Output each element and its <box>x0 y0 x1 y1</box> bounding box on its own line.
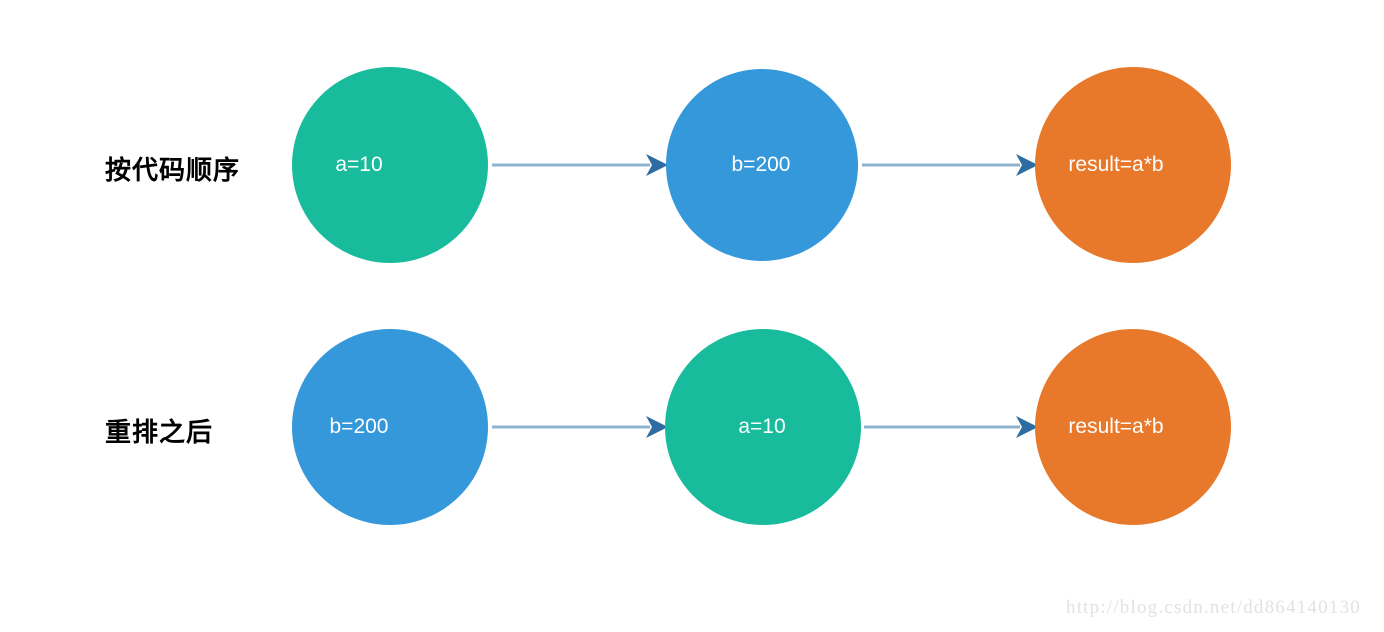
node-circle[interactable]: b=200 <box>292 329 488 525</box>
node-label: a=10 <box>738 415 786 438</box>
node-label: a=10 <box>335 153 383 176</box>
node-label: b=200 <box>731 153 791 176</box>
node-label: result=a*b <box>1068 415 1164 438</box>
watermark-url: http://blog.csdn.net/dd864140130 <box>1066 597 1361 618</box>
node-circle[interactable]: result=a*b <box>1035 329 1231 525</box>
node-circle[interactable]: a=10 <box>665 329 861 525</box>
node-label: b=200 <box>329 415 389 438</box>
node-circle[interactable]: b=200 <box>666 69 858 261</box>
row-label-code-order: 按代码顺序 <box>105 155 241 185</box>
arrow-head-icon <box>646 154 668 176</box>
row-label-after-reorder: 重排之后 <box>105 417 214 447</box>
node-circle[interactable]: a=10 <box>292 67 488 263</box>
arrow-head-icon <box>1016 154 1038 176</box>
arrow-head-icon <box>1016 416 1038 438</box>
arrow-head-icon <box>646 416 668 438</box>
node-circle[interactable]: result=a*b <box>1035 67 1231 263</box>
node-label: result=a*b <box>1068 153 1164 176</box>
